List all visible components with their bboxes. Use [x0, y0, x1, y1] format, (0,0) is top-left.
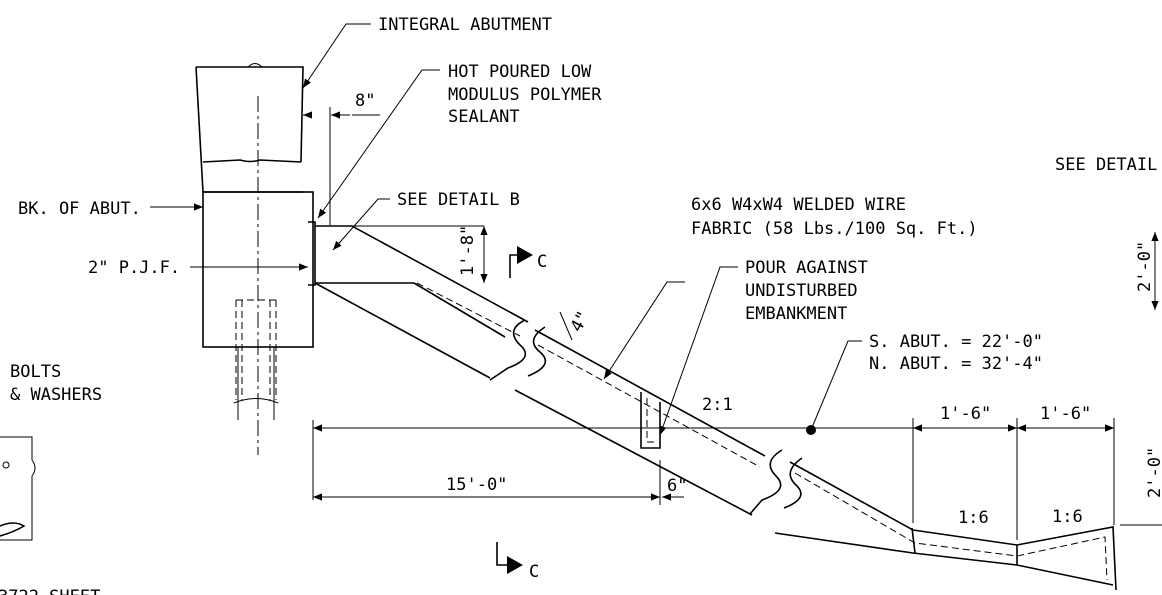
slope-slab: [314, 225, 1117, 591]
dim-slab-thickness: 4": [567, 308, 594, 335]
section-c-label-lower: C: [529, 562, 539, 582]
wire-fabric-line-2: FABRIC (58 Lbs./100 Sq. Ft.): [691, 219, 978, 239]
dim-right-height: 2'-0": [1135, 241, 1155, 292]
pour-label-line-1: POUR AGAINST: [745, 258, 868, 278]
bk-of-abut-label: BK. OF ABUT.: [18, 199, 141, 219]
abutment-wall: [195, 63, 314, 455]
s-abut-label: S. ABUT. = 22'-0": [869, 332, 1043, 352]
dim-lug-6: 6": [667, 476, 687, 496]
dim-slab-depth: 1'-8": [458, 225, 478, 276]
sealant-label-line-2: MODULUS POLYMER: [448, 85, 602, 105]
see-detail-right-label: SEE DETAIL: [1055, 155, 1157, 175]
dim-toe-1: 1'-6": [940, 404, 991, 424]
bolts-label-line-2: & WASHERS: [10, 385, 102, 405]
pour-label-line-3: EMBANKMENT: [745, 304, 847, 324]
integral-abutment-label: INTEGRAL ABUTMENT: [378, 15, 552, 35]
leader-lines: [150, 23, 862, 436]
slope-main: 2:1: [702, 395, 733, 415]
slope-toe-2: 1:6: [1052, 507, 1083, 527]
bolt-detail-fragment: [0, 436, 36, 541]
pour-label-line-2: UNDISTURBED: [745, 281, 858, 301]
dim-toe-2: 1'-6": [1040, 404, 1091, 424]
sealant-label-line-3: SEALANT: [448, 107, 520, 127]
wire-fabric-line-1: 6x6 W4xW4 WELDED WIRE: [691, 195, 906, 215]
slope-toe-1: 1:6: [958, 508, 989, 528]
dim-joint-width: 8": [355, 91, 375, 111]
see-detail-b-label: SEE DETAIL B: [397, 190, 520, 210]
dimension-text: 8" 1'-8" 4" 2'-0" 2'-0" 1'-6" 1'-6" 15'-…: [355, 91, 1162, 498]
dim-right-height-lower: 2'-0": [1145, 447, 1162, 498]
slope-text: 2:1 1:6 1:6: [702, 395, 1083, 528]
section-marks: [496, 246, 533, 574]
pjf-joint: [308, 221, 316, 286]
dim-length-15: 15'-0": [446, 475, 507, 495]
labels: INTEGRAL ABUTMENT HOT POURED LOW MODULUS…: [0, 15, 1157, 595]
section-c-label-upper: C: [537, 252, 547, 272]
sealant-label-line-1: HOT POURED LOW: [448, 62, 592, 82]
bolts-label-line-1: BOLTS: [10, 362, 61, 382]
sheet-label: 3722 SHEET: [0, 587, 100, 595]
pjf-label: 2" P.J.F.: [88, 258, 180, 278]
n-abut-label: N. ABUT. = 32'-4": [869, 354, 1043, 374]
dimension-lines: [303, 107, 1162, 540]
